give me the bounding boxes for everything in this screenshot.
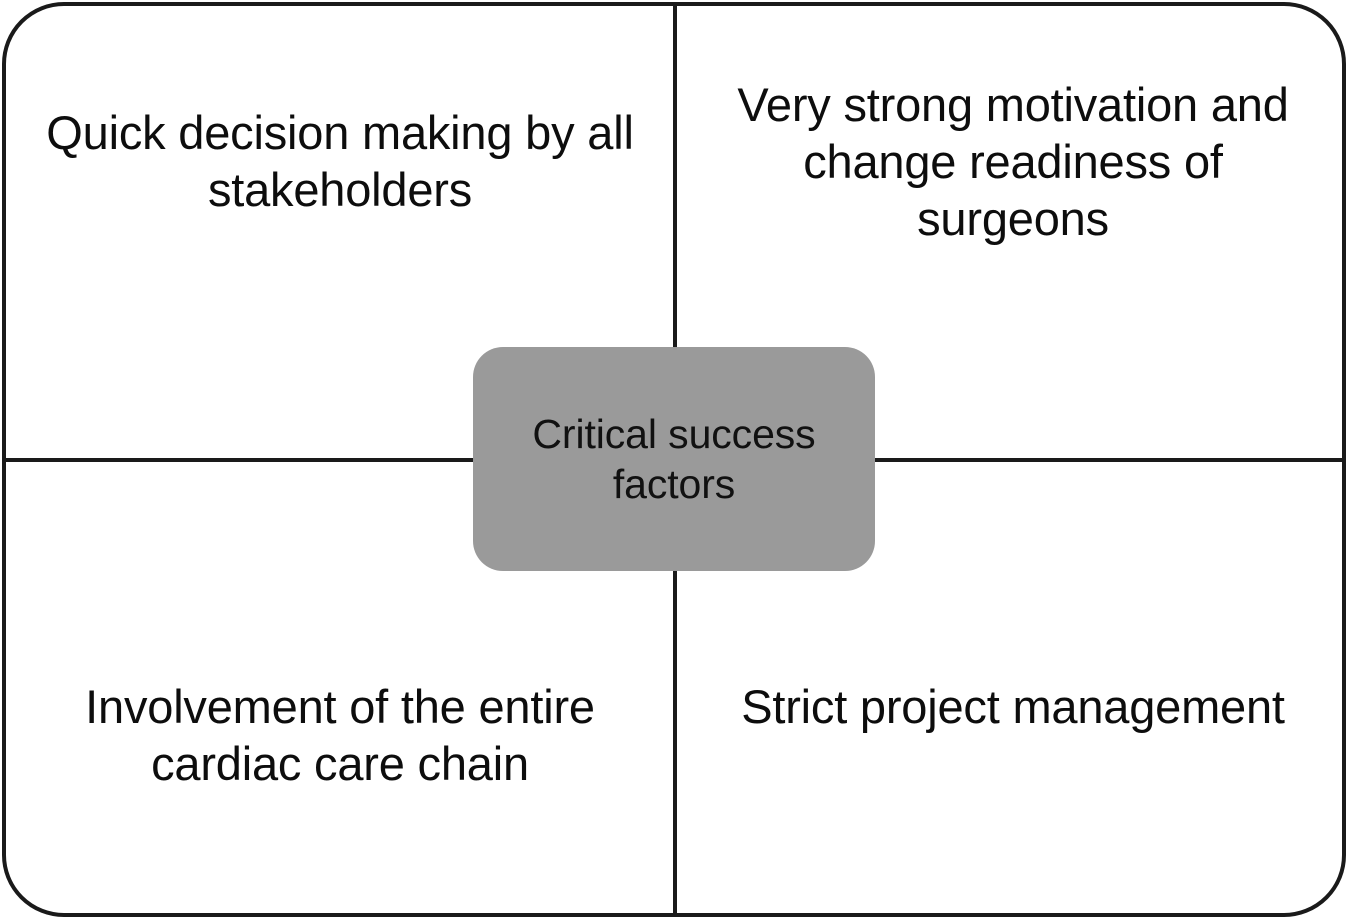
quadrant-top-right[interactable]: Very strong motivation and change readin…: [684, 76, 1342, 247]
quadrant-top-left-label: Quick decision making by all stakeholder…: [46, 106, 634, 216]
quadrant-bottom-left-label: Involvement of the entire cardiac care c…: [85, 680, 595, 790]
quadrant-top-right-label: Very strong motivation and change readin…: [737, 78, 1289, 245]
center-node-label: Critical success factors: [532, 411, 816, 507]
quadrant-bottom-right[interactable]: Strict project management: [684, 678, 1342, 735]
quadrant-top-left[interactable]: Quick decision making by all stakeholder…: [10, 104, 670, 218]
center-node[interactable]: Critical success factors: [473, 347, 875, 571]
quadrant-bottom-left[interactable]: Involvement of the entire cardiac care c…: [10, 678, 670, 792]
quadrant-bottom-right-label: Strict project management: [741, 680, 1285, 733]
